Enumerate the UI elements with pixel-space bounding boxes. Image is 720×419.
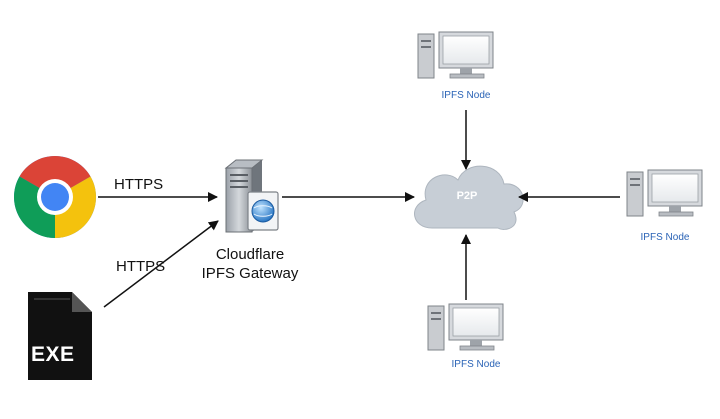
desktop-computer-icon-bottom — [427, 303, 504, 351]
node-label-top: IPFS Node — [441, 90, 491, 101]
edge-label-exe-https: HTTPS — [116, 258, 166, 275]
server-icon — [224, 159, 279, 233]
desktop-computer-icon-top — [417, 31, 494, 79]
exe-label: EXE — [31, 343, 75, 366]
exe-file-icon — [28, 292, 92, 380]
edge-exe-to-gateway — [103, 220, 219, 308]
node-label-bottom: IPFS Node — [451, 359, 501, 370]
cloud-label: P2P — [456, 190, 478, 202]
cloud-icon — [414, 165, 524, 230]
chrome-icon — [14, 156, 96, 238]
node-label-right: IPFS Node — [640, 232, 690, 243]
gateway-label-line2: IPFS Gateway — [201, 265, 299, 282]
edge-label-browser-https: HTTPS — [114, 176, 164, 193]
gateway-label-line1: Cloudflare — [215, 246, 285, 263]
desktop-computer-icon-right — [626, 169, 703, 217]
